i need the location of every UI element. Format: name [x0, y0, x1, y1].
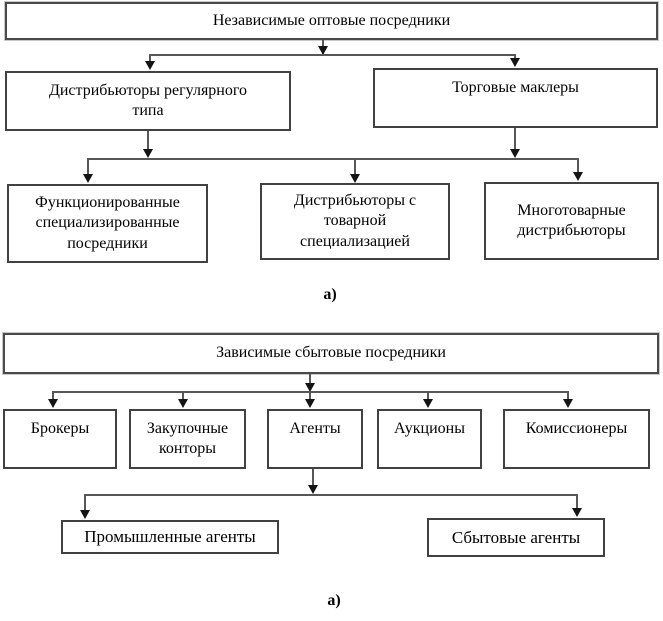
- arrowhead: [143, 149, 153, 158]
- caption-a-1: а): [323, 286, 337, 303]
- arrowhead: [48, 399, 58, 408]
- connector-line: [577, 158, 579, 173]
- connector-line: [52, 391, 54, 401]
- connector-line: [354, 158, 356, 175]
- arrowhead: [83, 174, 93, 183]
- connector-line: [149, 54, 151, 62]
- diagram1-root-box: Независимые оптовые посредники: [5, 2, 658, 40]
- arrowhead: [318, 46, 328, 55]
- connector-line: [147, 131, 149, 150]
- box-trade-brokers: Торговые маклеры: [373, 68, 658, 128]
- box-product-specialized: Дистрибьюторы с товарной специализацией: [260, 183, 450, 260]
- arrowhead: [80, 510, 90, 519]
- box-brokers: Брокеры: [3, 409, 117, 469]
- connector-line: [567, 391, 569, 401]
- box-multi-product: Многотоварные дистрибьюторы: [484, 182, 659, 260]
- connector-line: [576, 494, 578, 509]
- arrowhead: [178, 399, 188, 408]
- arrowhead: [572, 508, 582, 517]
- box-agents: Агенты: [267, 409, 363, 469]
- connector-line: [182, 391, 184, 401]
- connector-line: [514, 128, 516, 150]
- box-industrial-agents: Промышленные агенты: [61, 520, 279, 554]
- arrowhead: [563, 399, 573, 408]
- arrowhead: [305, 399, 315, 408]
- connector-line: [427, 391, 429, 401]
- arrowhead: [510, 58, 520, 67]
- connector-line: [84, 494, 86, 511]
- connector-line: [84, 494, 578, 496]
- arrowhead: [350, 174, 360, 183]
- connector-line: [514, 54, 516, 60]
- arrowhead: [305, 383, 315, 392]
- caption-a-2: а): [327, 592, 341, 609]
- arrowhead: [145, 61, 155, 70]
- connector-line: [309, 374, 311, 384]
- box-sales-agents: Сбытовые агенты: [427, 518, 605, 557]
- box-functional-specialized: Функционированные специализированные пос…: [7, 184, 208, 263]
- box-commissioners: Комиссионеры: [503, 409, 650, 469]
- connector-line: [87, 158, 579, 160]
- connector-line: [312, 469, 314, 486]
- arrowhead: [308, 485, 318, 494]
- connector-line: [149, 54, 516, 56]
- box-purchasing-offices: Закупочные конторы: [129, 409, 246, 469]
- connector-line: [87, 158, 89, 175]
- box-auctions: Аукционы: [377, 409, 482, 469]
- box-distributors-regular: Дистрибьюторы регулярного типа: [5, 71, 291, 131]
- arrowhead: [510, 149, 520, 158]
- diagram2-root-box: Зависимые сбытовые посредники: [3, 333, 659, 374]
- arrowhead: [573, 172, 583, 181]
- connector-line: [309, 391, 311, 401]
- arrowhead: [423, 399, 433, 408]
